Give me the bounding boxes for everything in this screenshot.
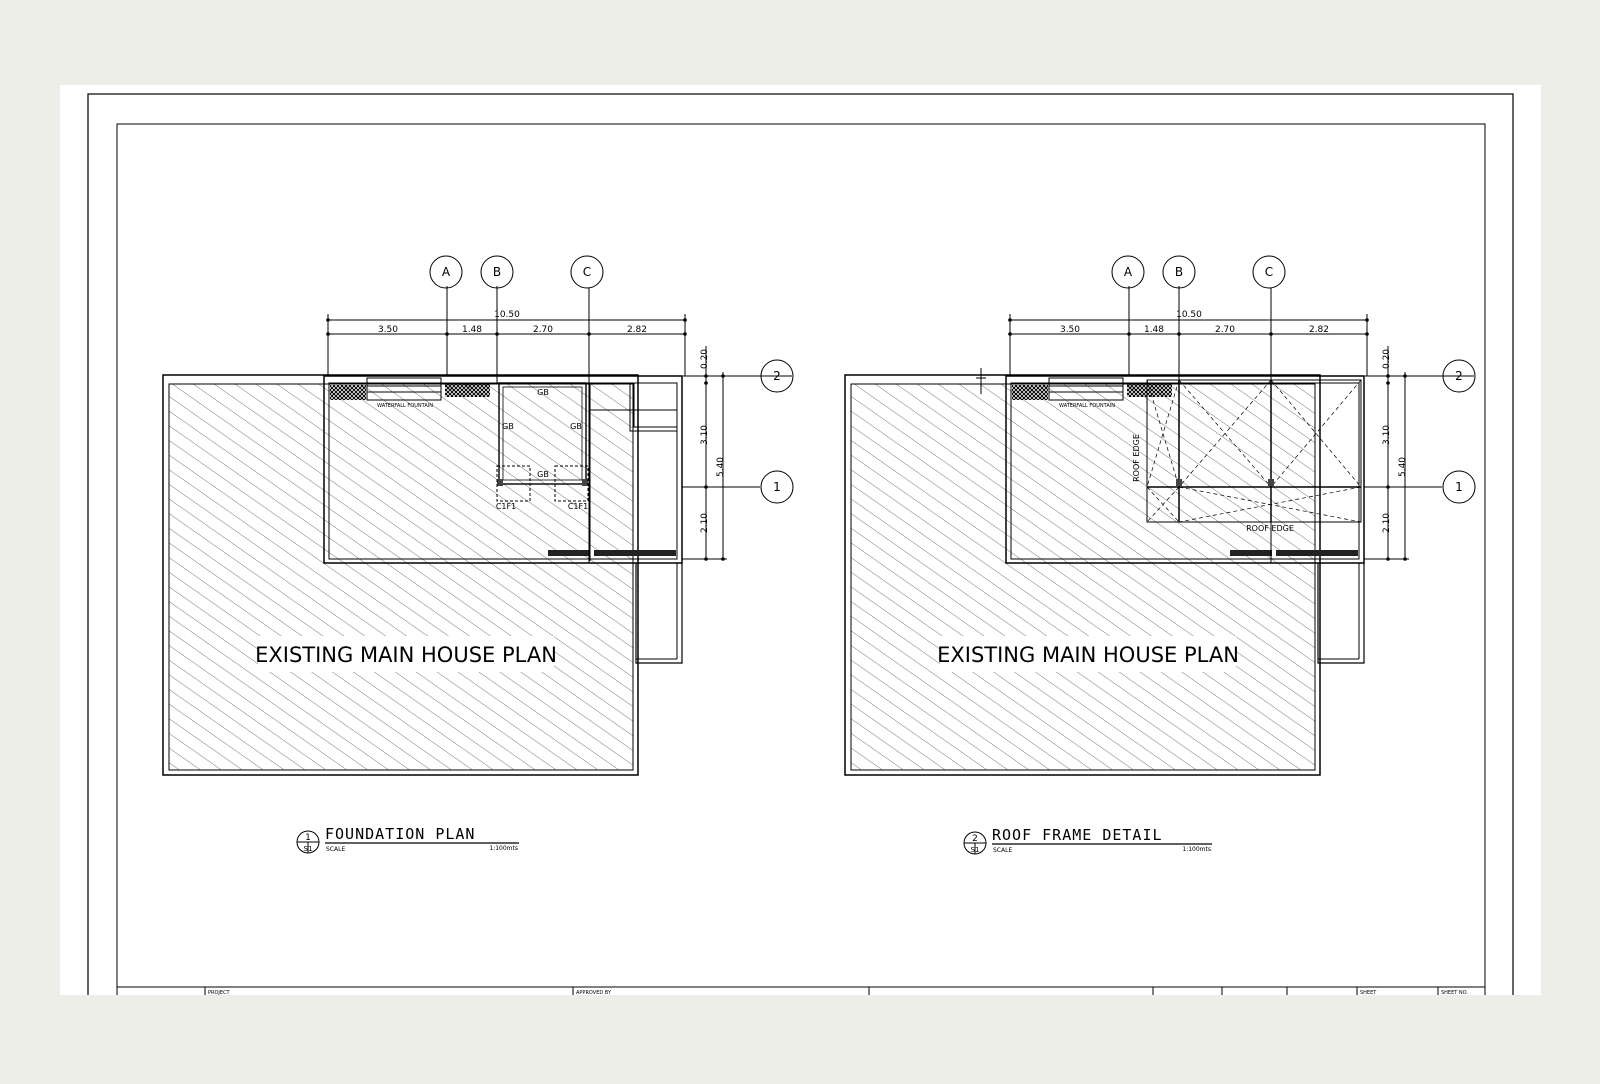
grade-beam-outline bbox=[498, 382, 587, 485]
dim-v-total: 5.40 bbox=[716, 457, 726, 477]
grid-bubble-b: B bbox=[1175, 265, 1183, 279]
dim-c: 2.70 bbox=[1215, 325, 1235, 335]
plan-labels-left: EXISTING MAIN HOUSE PLAN WATERFALL FOUNT… bbox=[255, 265, 781, 667]
dim-v-mid: 3.10 bbox=[1382, 425, 1392, 445]
footing-c1f1-b bbox=[554, 465, 589, 502]
existing-house-label: EXISTING MAIN HOUSE PLAN bbox=[937, 643, 1239, 667]
grid-bubble-2: 2 bbox=[773, 369, 781, 383]
dim-d: 2.82 bbox=[1309, 325, 1329, 335]
scale-label: SCALE bbox=[993, 847, 1012, 854]
dim-overall: 10.50 bbox=[1176, 310, 1202, 320]
dim-v-mid: 3.10 bbox=[700, 425, 710, 445]
c1f1-label-a: C1F1 bbox=[496, 502, 516, 511]
tb-sheet: SHEET bbox=[1360, 990, 1377, 996]
view-title: ROOF FRAME DETAIL bbox=[992, 826, 1163, 844]
gb-label-bottom: GB bbox=[537, 470, 549, 479]
grid-bubble-1: 1 bbox=[773, 480, 781, 494]
fountain-label: WATERFALL FOUNTAIN bbox=[1059, 403, 1115, 409]
grid-bubble-a: A bbox=[1124, 265, 1133, 279]
tb-sheet-no: SHEET NO. bbox=[1441, 990, 1468, 996]
c1f1-label-b: C1F1 bbox=[568, 502, 588, 511]
existing-house-label: EXISTING MAIN HOUSE PLAN bbox=[255, 643, 557, 667]
foundation-plan: GB GB GB GB C1F1 C1F1 bbox=[162, 255, 794, 776]
gb-label-top: GB bbox=[537, 388, 549, 397]
scale-value: 1:100mts bbox=[489, 845, 518, 852]
plan-labels-right: EXISTING MAIN HOUSE PLAN WATERFALL FOUNT… bbox=[937, 265, 1463, 667]
dim-v-bot: 2.10 bbox=[700, 513, 710, 533]
grid-bubble-c: C bbox=[1265, 265, 1273, 279]
view-title-1: 1 S1 FOUNDATION PLAN SCALE 1:100mts bbox=[296, 825, 519, 854]
viewer-bottom-margin bbox=[0, 995, 1600, 1080]
gb-label-right: GB bbox=[570, 422, 582, 431]
view-title-2: 2 S1 ROOF FRAME DETAIL SCALE 1:100mts bbox=[963, 826, 1212, 855]
grid-bubble-b: B bbox=[493, 265, 501, 279]
dim-a: 3.50 bbox=[378, 325, 398, 335]
roof-edge-label-vertical: ROOF EDGE bbox=[1132, 434, 1141, 482]
dim-d: 2.82 bbox=[627, 325, 647, 335]
tb-project: PROJECT bbox=[208, 990, 231, 996]
tb-approved: APPROVED BY bbox=[576, 990, 612, 996]
dim-v-top: 0.20 bbox=[700, 349, 710, 369]
view-number: 1 bbox=[305, 833, 311, 843]
view-number: 2 bbox=[972, 834, 978, 844]
grid-bubble-c: C bbox=[583, 265, 591, 279]
gb-label-left: GB bbox=[502, 422, 514, 431]
roof-frame-plan: ROOF EDGE ROOF EDGE bbox=[844, 255, 1476, 776]
dim-b: 1.48 bbox=[1144, 325, 1164, 335]
dim-a: 3.50 bbox=[1060, 325, 1080, 335]
fountain-label: WATERFALL FOUNTAIN bbox=[377, 403, 433, 409]
dim-b: 1.48 bbox=[462, 325, 482, 335]
dim-v-bot: 2.10 bbox=[1382, 513, 1392, 533]
view-sheet-ref: S1 bbox=[971, 846, 980, 854]
grid-bubble-a: A bbox=[442, 265, 451, 279]
grid-bubble-1: 1 bbox=[1455, 480, 1463, 494]
title-block: PROJECT APPROVED BY SHEET SHEET NO. bbox=[117, 986, 1485, 996]
dim-v-total: 5.40 bbox=[1398, 457, 1408, 477]
footing-c1f1-a bbox=[496, 465, 531, 502]
view-title: FOUNDATION PLAN bbox=[325, 825, 475, 843]
scale-label: SCALE bbox=[326, 846, 345, 853]
roof-edge-label-bottom: ROOF EDGE bbox=[1246, 524, 1294, 533]
view-sheet-ref: S1 bbox=[304, 845, 313, 853]
dim-overall: 10.50 bbox=[494, 310, 520, 320]
dim-v-top: 0.20 bbox=[1382, 349, 1392, 369]
dim-c: 2.70 bbox=[533, 325, 553, 335]
grid-bubble-2: 2 bbox=[1455, 369, 1463, 383]
scale-value: 1:100mts bbox=[1182, 846, 1211, 853]
